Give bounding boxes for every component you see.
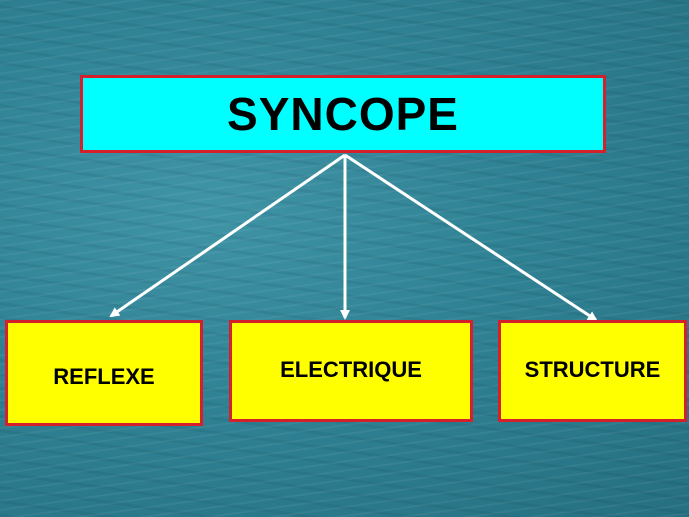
child-node-structure: STRUCTURE [498, 320, 687, 422]
root-node-syncope: SYNCOPE [80, 75, 606, 153]
child-node-reflexe: REFLEXE [5, 320, 203, 426]
child-node-label: STRUCTURE [525, 357, 661, 383]
child-node-label: ELECTRIQUE [280, 357, 422, 383]
root-node-label: SYNCOPE [227, 87, 459, 141]
child-node-label: REFLEXE [53, 364, 154, 390]
arrow-to-reflexe [111, 155, 345, 316]
arrow-to-structure [345, 155, 596, 320]
child-node-electrique: ELECTRIQUE [229, 320, 473, 422]
